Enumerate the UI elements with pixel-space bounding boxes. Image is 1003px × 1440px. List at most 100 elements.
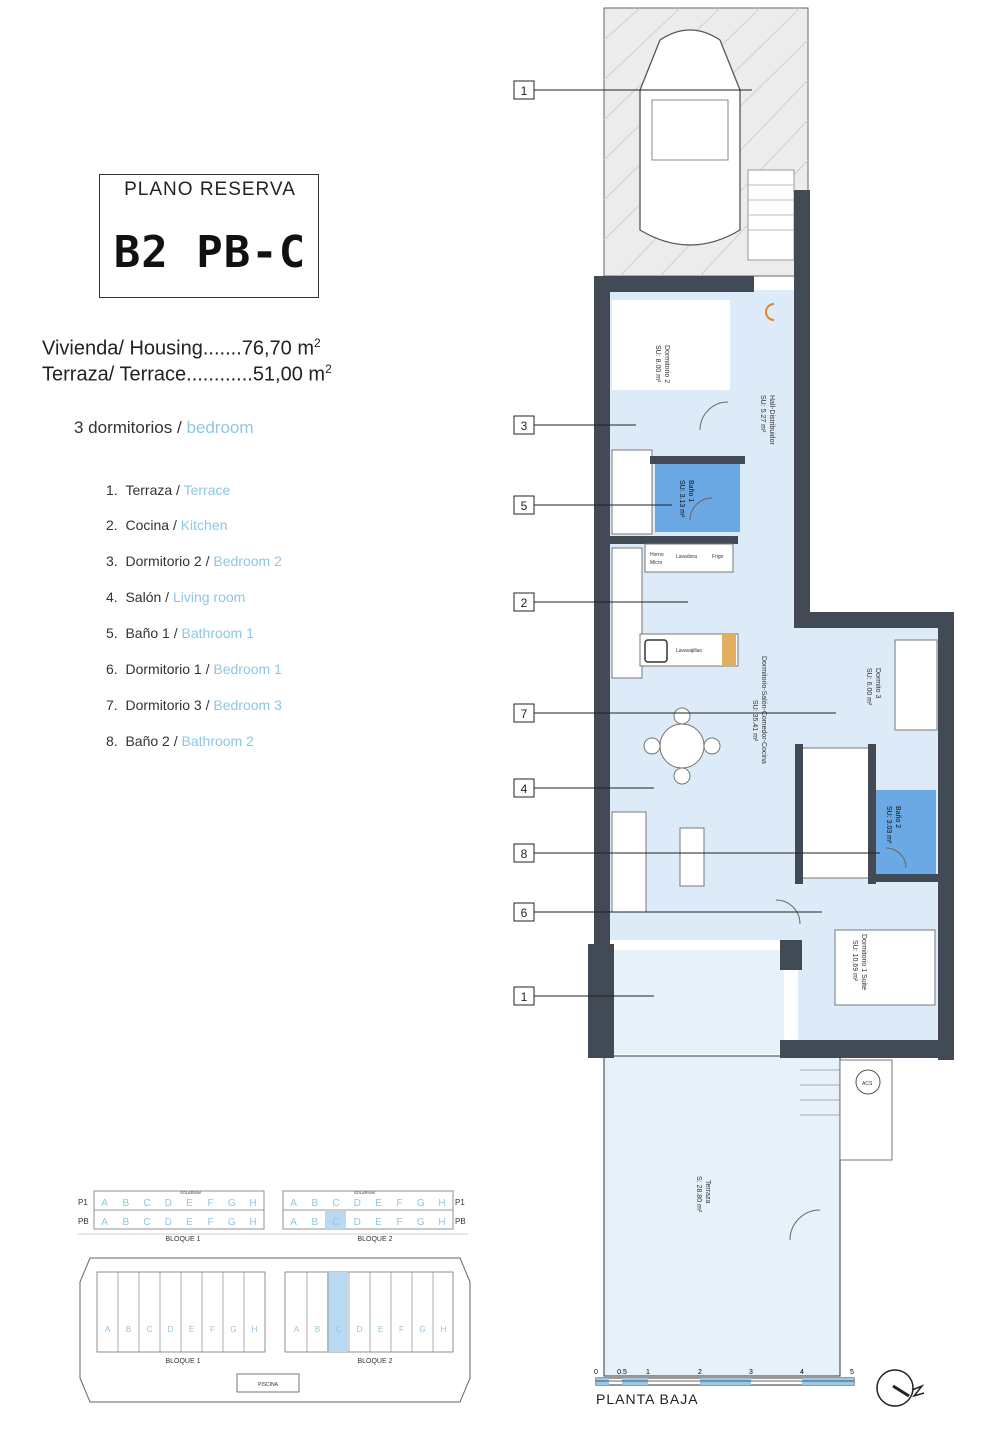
elevation-unit-letter: H bbox=[249, 1198, 256, 1209]
car-icon bbox=[639, 29, 741, 246]
legend-es: Baño 1 / bbox=[125, 625, 182, 641]
plan-unit-letter: H bbox=[252, 1325, 258, 1334]
walls bbox=[588, 190, 954, 1060]
sink-icon bbox=[644, 639, 668, 663]
plan-unit-letter: H bbox=[441, 1325, 447, 1334]
floor-label-pb: PB bbox=[78, 1217, 89, 1226]
legend-en: Bathroom 1 bbox=[181, 625, 254, 641]
floor-label: PLANTA BAJA bbox=[596, 1391, 699, 1407]
callout-number: 4 bbox=[521, 782, 528, 796]
plan-unit-letter: D bbox=[168, 1325, 174, 1334]
legend-en: Bedroom 2 bbox=[213, 553, 282, 569]
plan-unit-letter: F bbox=[210, 1325, 215, 1334]
legend-num: 7. bbox=[106, 697, 118, 713]
legend-num: 6. bbox=[106, 661, 118, 677]
housing-label: Vivienda/ Housing....... bbox=[42, 337, 242, 360]
elevation-unit-letter: H bbox=[438, 1198, 445, 1209]
elevation-unit-letter: E bbox=[375, 1198, 382, 1209]
callout: 2 bbox=[513, 592, 688, 612]
floor-label-pb: PB bbox=[455, 1217, 466, 1226]
block2-label: BLOQUE 2 bbox=[357, 1236, 392, 1243]
elevation-unit-letter: A bbox=[101, 1198, 108, 1209]
legend-num: 8. bbox=[106, 733, 118, 749]
room-label-bano1: Baño 1 bbox=[687, 480, 694, 502]
floor-label-p1: P1 bbox=[78, 1198, 88, 1207]
sofa bbox=[611, 811, 647, 913]
elevation-unit-letter: F bbox=[208, 1217, 214, 1228]
scale-tick: 4 bbox=[800, 1369, 804, 1376]
coffee-table bbox=[679, 827, 705, 887]
bedroom-count-es: 3 dormitorios / bbox=[74, 418, 187, 437]
room-area-dorm3: SU: 6.00 m² bbox=[865, 668, 872, 706]
appliance-frigo: Frigo bbox=[712, 554, 724, 560]
plan-unit-letter: B bbox=[315, 1325, 320, 1334]
legend-num: 3. bbox=[106, 553, 118, 569]
housing-unit-sup: 2 bbox=[314, 336, 321, 350]
plan-unit-letter: G bbox=[230, 1325, 236, 1334]
highlighted-unit-elevation bbox=[325, 1211, 346, 1229]
callout-number: 5 bbox=[521, 499, 528, 513]
room-area-dorm2: SU: 8.00 m² bbox=[654, 345, 661, 383]
elevation-unit-letter: F bbox=[208, 1198, 214, 1209]
chair bbox=[673, 767, 691, 785]
north-arrow-icon bbox=[876, 1369, 925, 1407]
room-label-bano2: Baño 2 bbox=[894, 806, 901, 828]
legend-item: 7. Dormitorio 3 / Bedroom 3 bbox=[106, 697, 282, 713]
block2-plan bbox=[284, 1271, 454, 1353]
callout-number: 1 bbox=[521, 990, 528, 1004]
legend-item: 3. Dormitorio 2 / Bedroom 2 bbox=[106, 553, 282, 569]
plan-unit-letter: C bbox=[147, 1325, 153, 1334]
elevation-unit-letter: G bbox=[228, 1198, 236, 1209]
callout: 8 bbox=[513, 843, 880, 863]
plan-unit-letter: D bbox=[357, 1325, 363, 1334]
entrance-mark-icon bbox=[765, 303, 775, 321]
elevation-unit-letter: D bbox=[165, 1217, 172, 1228]
plan-title-box: PLANO RESERVA B2 PB-C bbox=[99, 174, 319, 298]
room-label-dorm2: Dormitorio 2 bbox=[663, 345, 670, 383]
elevation-unit-letter: G bbox=[417, 1217, 425, 1228]
elevation-unit-letter: E bbox=[186, 1198, 193, 1209]
legend-en: Bathroom 2 bbox=[181, 733, 254, 749]
chair bbox=[703, 737, 721, 755]
chair bbox=[673, 707, 691, 725]
legend-en: Kitchen bbox=[180, 517, 228, 533]
plan-unit-letter: A bbox=[105, 1325, 111, 1334]
bedroom-count: 3 dormitorios / bedroom bbox=[74, 418, 254, 438]
plan-unit-letter: F bbox=[399, 1325, 404, 1334]
callout: 6 bbox=[513, 902, 822, 922]
plan-dividers bbox=[117, 1272, 434, 1352]
legend-item: 5. Baño 1 / Bathroom 1 bbox=[106, 625, 254, 641]
elevation-unit-letter: H bbox=[249, 1217, 256, 1228]
pool-label: PISCINA bbox=[258, 1382, 279, 1388]
room-area-bano1: SU: 3.13 m² bbox=[678, 480, 685, 518]
elevation-unit-letter: B bbox=[122, 1198, 129, 1209]
callout: 3 bbox=[513, 415, 636, 435]
callout-number: 6 bbox=[521, 906, 528, 920]
elevation-unit-letter: F bbox=[397, 1217, 403, 1228]
room-label-dorm3: Dormito 3 bbox=[874, 668, 881, 698]
chair bbox=[643, 737, 661, 755]
legend-es: Salón / bbox=[125, 589, 173, 605]
callout: 1 bbox=[513, 986, 654, 1006]
legend-num: 1. bbox=[106, 482, 118, 498]
elevation-unit-letter: G bbox=[417, 1198, 425, 1209]
floor-plan: Horno Micro Lavadora Frigo Lavavajillas … bbox=[513, 7, 954, 1407]
legend-num: 5. bbox=[106, 625, 118, 641]
dorm2-bed-area bbox=[612, 300, 730, 390]
bedroom-count-en: bedroom bbox=[186, 418, 254, 437]
terrace-fill bbox=[603, 1055, 841, 1377]
block1-plan-label: BLOQUE 1 bbox=[165, 1358, 200, 1365]
legend-es: Dormitorio 2 / bbox=[125, 553, 214, 569]
legend-en: Bedroom 1 bbox=[213, 661, 282, 677]
key-plan: SOLARIUM SOLARIUM P1 PB P1 PB AABBCCDDEE… bbox=[78, 1190, 471, 1403]
plan-unit-letter: E bbox=[189, 1325, 194, 1334]
appliance-row bbox=[644, 543, 734, 573]
room-label-dorm1: Dormitorio 1 Suite bbox=[860, 934, 867, 990]
legend-item: 1. Terraza / Terrace bbox=[106, 482, 230, 498]
housing-area: Vivienda/ Housing.......76,70 m2 bbox=[42, 336, 321, 361]
room-area-hall: SU: 5.27 m² bbox=[759, 395, 766, 433]
scale-bar: 0 0.5 1 2 3 4 5 PLANTA BAJA bbox=[594, 1369, 855, 1407]
appliance-lavadora: Lavadora bbox=[676, 554, 697, 560]
